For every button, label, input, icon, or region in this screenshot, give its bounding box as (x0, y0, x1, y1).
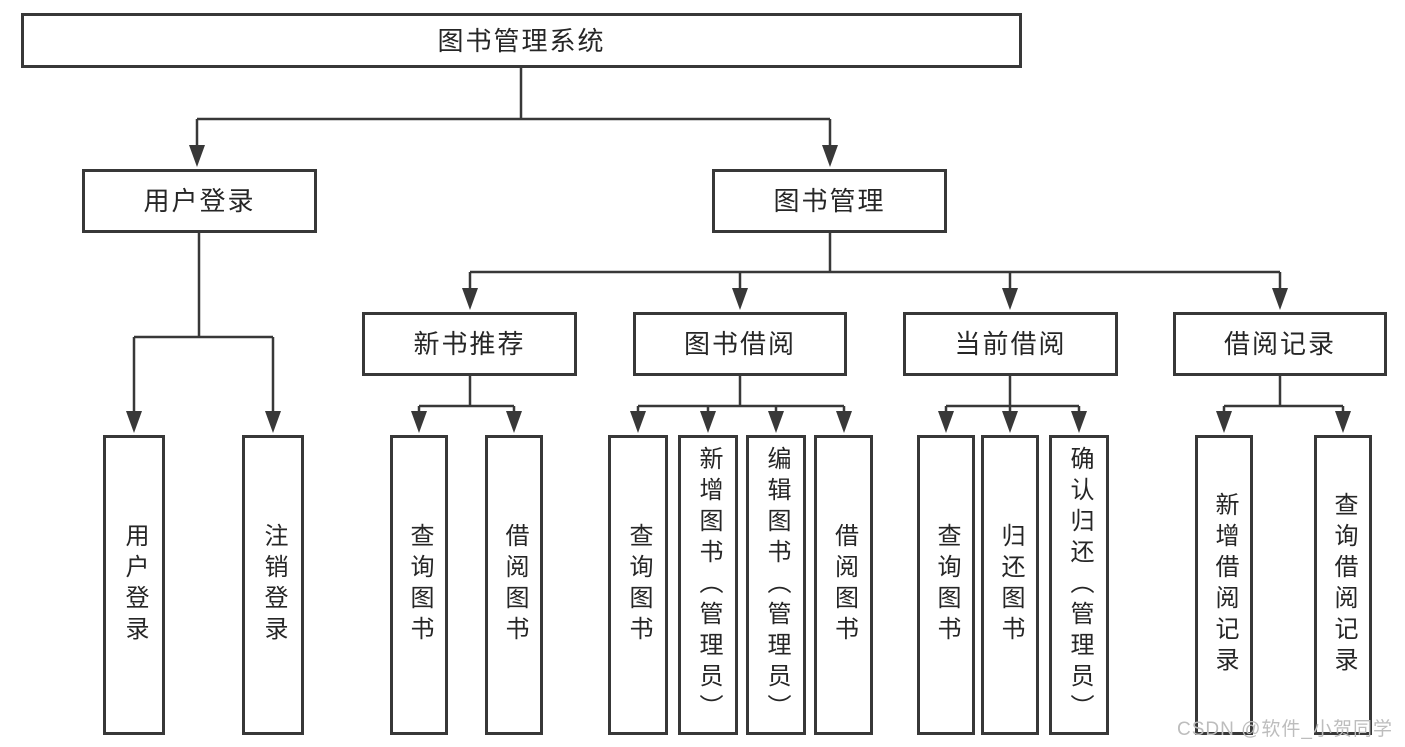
node-book-borrow: 图书借阅 (633, 312, 847, 376)
node-current-borrow: 当前借阅 (903, 312, 1118, 376)
csdn-watermark: CSDN @软件_小贺同学 (1177, 719, 1393, 740)
leaf-recommend-borrow-books: 借阅图书 (485, 435, 543, 735)
leaf-return-books: 归还图书 (981, 435, 1039, 735)
arrow-heads (126, 145, 1351, 433)
leaf-user-login: 用户登录 (103, 435, 165, 735)
leaf-add-borrow-record: 新增借阅记录 (1195, 435, 1253, 735)
leaf-edit-books-admin: 编辑图书（管理员） (746, 435, 806, 735)
leaf-query-borrow-record: 查询借阅记录 (1314, 435, 1372, 735)
leaf-borrow-books: 借阅图书 (814, 435, 873, 735)
connector-lines (132, 68, 1345, 414)
leaf-current-query-books: 查询图书 (917, 435, 975, 735)
node-borrow-records: 借阅记录 (1173, 312, 1387, 376)
leaf-add-books-admin: 新增图书（管理员） (678, 435, 738, 735)
node-book-management: 图书管理 (712, 169, 947, 233)
leaf-confirm-return-admin: 确认归还（管理员） (1049, 435, 1109, 735)
leaf-logout: 注销登录 (242, 435, 304, 735)
node-root-system: 图书管理系统 (21, 13, 1022, 68)
leaf-borrow-query-books: 查询图书 (608, 435, 668, 735)
node-new-book-recommend: 新书推荐 (362, 312, 577, 376)
leaf-recommend-query-books: 查询图书 (390, 435, 448, 735)
node-user-login: 用户登录 (82, 169, 317, 233)
